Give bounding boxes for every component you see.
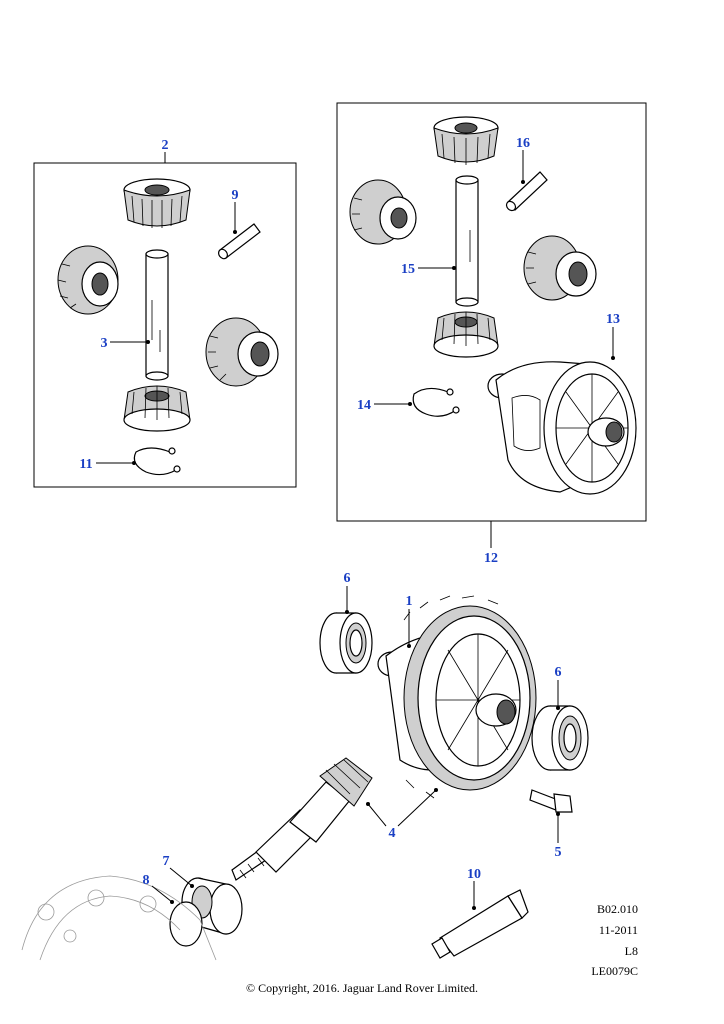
circlip-right bbox=[412, 387, 460, 417]
revision-date: 11-2011 bbox=[598, 923, 638, 937]
shim-ring bbox=[169, 901, 203, 947]
bevel-gear-bottom-right bbox=[433, 311, 499, 358]
sealant-tube bbox=[431, 889, 529, 959]
callout-14: 14 bbox=[357, 398, 371, 413]
callout-7: 7 bbox=[163, 854, 170, 869]
callout-6-right: 6 bbox=[555, 665, 562, 680]
crown-wheel-assembly bbox=[377, 595, 537, 799]
callout-5: 5 bbox=[555, 845, 562, 860]
callout-9: 9 bbox=[232, 188, 239, 203]
leader-lines bbox=[96, 150, 615, 910]
side-gear-right-b bbox=[523, 235, 597, 301]
bevel-gear-top-right bbox=[433, 116, 499, 165]
copyright-notice: © Copyright, 2016. Jaguar Land Rover Lim… bbox=[245, 981, 479, 995]
bolt bbox=[529, 789, 573, 813]
callout-12: 12 bbox=[484, 551, 498, 566]
callout-2: 2 bbox=[162, 138, 169, 153]
roll-pin-right bbox=[505, 171, 548, 212]
model-code: L8 bbox=[624, 944, 638, 958]
housing-outline bbox=[21, 875, 217, 961]
circlip-left bbox=[133, 447, 181, 476]
callout-4: 4 bbox=[389, 826, 396, 841]
callout-10: 10 bbox=[467, 867, 481, 882]
bearing-upper-left bbox=[319, 612, 373, 674]
bevel-gear-bottom-left bbox=[123, 385, 191, 432]
callout-3: 3 bbox=[101, 336, 108, 351]
bearing-right bbox=[531, 705, 589, 771]
callout-15: 15 bbox=[401, 262, 415, 277]
side-gear-right-a bbox=[349, 179, 417, 245]
pinion-bearing bbox=[181, 877, 243, 935]
cross-shaft-right bbox=[455, 175, 479, 307]
callout-13: 13 bbox=[606, 312, 620, 327]
cross-shaft-left bbox=[145, 249, 169, 381]
bevel-gear-top-left bbox=[123, 178, 191, 228]
callout-6-upper: 6 bbox=[344, 571, 351, 586]
side-gear-left-a bbox=[57, 245, 119, 315]
roll-pin-left bbox=[218, 223, 261, 260]
illustration-id: LE0079C bbox=[591, 964, 638, 978]
side-gear-left-b bbox=[205, 317, 279, 387]
callout-1: 1 bbox=[406, 594, 413, 609]
callout-11: 11 bbox=[79, 457, 92, 472]
differential-case bbox=[487, 361, 637, 495]
callout-8: 8 bbox=[143, 873, 150, 888]
callout-16: 16 bbox=[516, 136, 530, 151]
reference-code: B02.010 bbox=[596, 902, 638, 916]
pinion-shaft bbox=[231, 757, 373, 881]
